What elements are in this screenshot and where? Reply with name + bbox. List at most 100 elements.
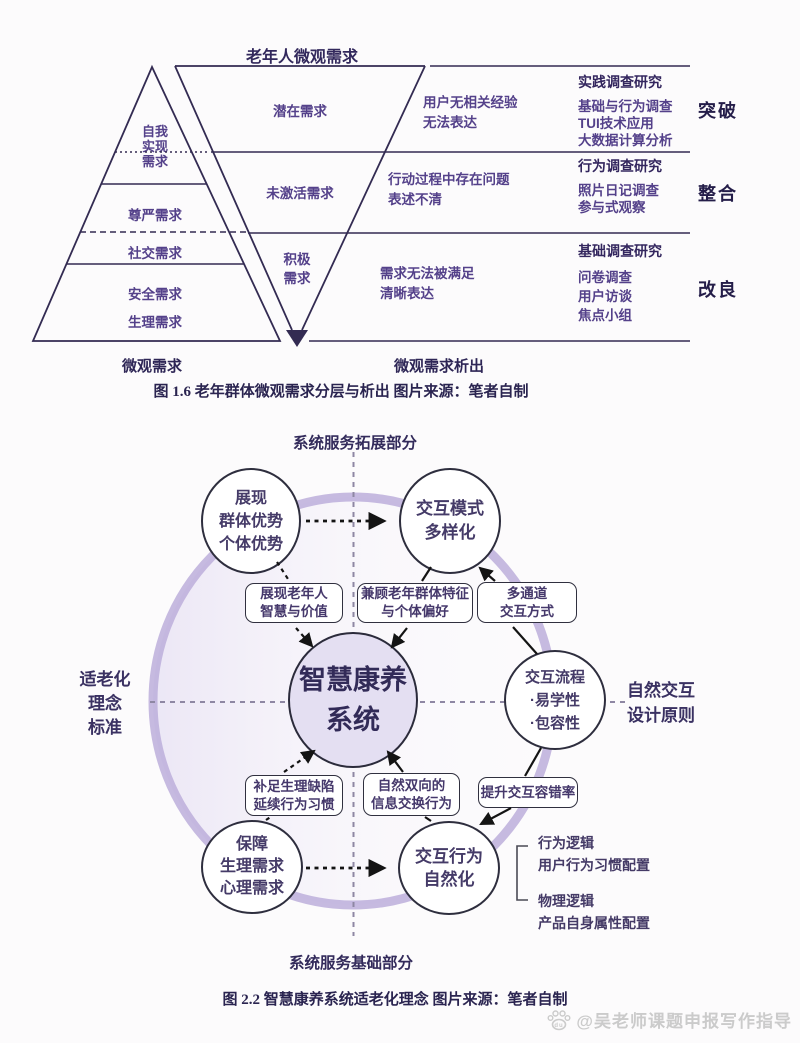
note-line: 用户行为习惯配置 (538, 857, 650, 873)
figure2-bottom-label: 系统服务基础部分 (288, 955, 413, 972)
arrow-multichannel-to-topright (478, 566, 496, 582)
pyramid-label-line: 自我 (141, 124, 168, 139)
left-label-line: 适老化 (79, 670, 131, 689)
row1-methods: 实践调查研究 基础与行为调查 TUI技术应用 大数据计算分析 (578, 74, 673, 149)
pyramid-level-safety: 安全需求 (128, 287, 182, 302)
arrow-showwisdom-to-center (295, 627, 314, 648)
box-balance-preferences: 兼顾老年群体特征 与个体偏好 (357, 583, 473, 623)
arrow-seg (265, 815, 273, 821)
note-line: 物理逻辑 (538, 893, 594, 909)
watermark-text: @吴老师课题申报写作指导 (576, 1012, 792, 1031)
funnel-level-unactivated: 未激活需求 (266, 186, 334, 201)
figure2-caption: 图 2.2 智慧康养系统适老化理念 图片来源：笔者自制 (222, 992, 568, 1008)
circle-text-line: 交互模式 (416, 499, 484, 518)
box-text-line: 延续行为习惯 (253, 796, 335, 812)
pyramid-level-self-actualization: 自我 实现 需求 (115, 124, 195, 169)
row1-problem: 用户无相关经验 无法表达 (423, 93, 518, 133)
row1-outcome: 突破 (698, 101, 738, 121)
box-multichannel: 多通道 交互方式 (477, 582, 577, 623)
note-physical-logic: 物理逻辑 产品自身属性配置 (538, 890, 650, 934)
funnel-apex-arrow-icon (286, 330, 308, 347)
box-text-line: 多通道 (506, 585, 548, 601)
problem-line: 需求无法被满足 (380, 266, 475, 281)
method-item: 参与式观察 (578, 200, 646, 215)
problem-line: 表述不清 (388, 192, 442, 207)
row2-problem: 行动过程中存在问题 表述不清 (388, 170, 510, 210)
circle-text-line: ·包容性 (530, 714, 580, 732)
circle-natural-behavior: 交互行为 自然化 (398, 821, 500, 915)
row3-methods: 基础调查研究 问卷调查 用户访谈 焦点小组 (578, 242, 662, 325)
circle-interaction-flow: 交互流程 ·易学性 ·包容性 (504, 650, 606, 750)
box-text-line: 补足生理缺陷 (253, 778, 335, 794)
row2-methods: 行为调查研究 照片日记调查 参与式观察 (578, 158, 662, 216)
funnel-label-line: 需求 (283, 271, 311, 286)
row3-outcome: 改良 (698, 280, 738, 300)
row2-outcome: 整合 (698, 184, 738, 204)
circle-text-line: 多样化 (424, 523, 476, 542)
box-text-line: 交互方式 (500, 603, 554, 619)
right-label-line: 自然交互 (627, 681, 695, 700)
problem-line: 清晰表达 (380, 286, 434, 301)
arrow-balance-to-center (390, 627, 408, 649)
method-item: TUI技术应用 (578, 116, 654, 131)
pyramid-label-line: 需求 (141, 154, 168, 169)
pyramid-label-line: 实现 (141, 139, 168, 154)
funnel-level-latent: 潜在需求 (273, 104, 327, 119)
left-label-line: 标准 (88, 718, 122, 737)
method-item: 问卷调查 (578, 270, 632, 285)
problem-line: 行动过程中存在问题 (388, 172, 510, 187)
circle-text-line: 展现 (234, 489, 267, 507)
method-item: 基础与行为调查 (578, 99, 673, 114)
box-fault-tolerance: 提升交互容错率 (478, 777, 578, 808)
note-behavior-logic: 行为逻辑 用户行为习惯配置 (538, 832, 650, 876)
note-line: 产品自身属性配置 (538, 915, 650, 931)
box-natural-exchange: 自然双向的 信息交换行为 (363, 773, 460, 816)
circle-interaction-modes: 交互模式 多样化 (399, 468, 501, 574)
method-item: 用户访谈 (578, 289, 632, 304)
method-item: 照片日记调查 (578, 183, 659, 198)
box-text-line: 智慧与价值 (260, 604, 328, 619)
box-show-wisdom: 展现老年人 智慧与价值 (245, 583, 343, 623)
box-text-line: 兼顾老年群体特征 (361, 586, 469, 601)
figure1-axis-left-label: 微观需求 (121, 358, 182, 375)
problem-line: 无法表达 (423, 115, 477, 130)
figure2-top-label: 系统服务拓展部分 (292, 435, 417, 452)
circle-text-line: 生理需求 (219, 858, 284, 875)
pyramid-level-physiological: 生理需求 (128, 315, 182, 330)
method-item: 焦点小组 (578, 308, 632, 323)
note-line: 行为逻辑 (538, 835, 594, 851)
paw-icon: du (547, 1009, 571, 1030)
pyramid-level-social: 社交需求 (128, 246, 182, 261)
arrow-seg (512, 626, 538, 655)
figure1-title: 老年人微观需求 (245, 49, 358, 66)
circle-text-line: 群体优势 (218, 512, 283, 530)
center-circle-smart-care-system: 智慧康养 系统 (288, 632, 418, 768)
arrow-seg (424, 816, 432, 822)
method-title: 行为调查研究 (578, 158, 662, 174)
figure1-axis-right-label: 微观需求析出 (393, 358, 484, 375)
right-label-line: 设计原则 (627, 706, 695, 725)
center-text-line: 系统 (326, 705, 380, 735)
funnel-level-active: 积极 需求 (262, 250, 332, 288)
funnel-label-line: 积极 (283, 252, 311, 267)
circle-text-line: 心理需求 (219, 880, 284, 897)
center-text-line: 智慧康养 (299, 665, 407, 695)
arrow-seg (524, 747, 542, 777)
notes-bracket (516, 845, 528, 901)
figure2-right-label: 自然交互 设计原则 (613, 678, 709, 728)
box-text-line: 自然双向的 (377, 777, 446, 793)
box-text-line: 信息交换行为 (371, 795, 452, 811)
method-item: 大数据计算分析 (578, 133, 673, 148)
row3-problem: 需求无法被满足 清晰表达 (380, 264, 475, 304)
circle-text-line: 交互行为 (415, 847, 483, 866)
arrow-faulttolerance-to-bottomright (479, 807, 512, 826)
problem-line: 用户无相关经验 (423, 95, 518, 110)
circle-text-line: 个体优势 (218, 535, 283, 553)
method-title: 基础调查研究 (578, 243, 662, 259)
circle-guarantee-needs: 保障 生理需求 心理需求 (201, 820, 303, 914)
box-compensate-defects: 补足生理缺陷 延续行为习惯 (245, 775, 343, 816)
pyramid-level-esteem: 尊严需求 (128, 208, 182, 223)
circle-show-advantages: 展现 群体优势 个体优势 (201, 468, 301, 574)
circle-text-line: 自然化 (423, 870, 475, 889)
